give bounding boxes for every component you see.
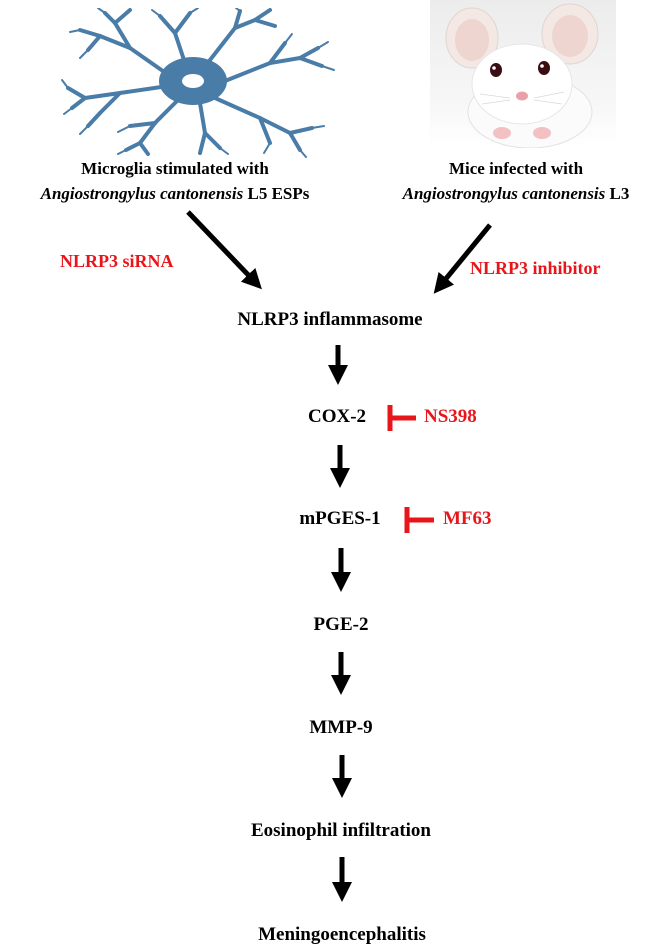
node-cox2: COX-2 (307, 406, 367, 427)
larval-stage: L5 ESPs (243, 184, 310, 203)
species-name: Angiostrongylus cantonensis (402, 184, 606, 203)
node-meningoencephalitis: Meningoencephalitis (258, 924, 426, 945)
white-mouse-icon (430, 0, 616, 148)
nlrp3-sirna-label: NLRP3 siRNA (60, 251, 174, 271)
species-name: Angiostrongylus cantonensis (40, 184, 244, 203)
microglia-caption-line1: Microglia stimulated with (81, 159, 269, 178)
left-diagonal-arrow (186, 210, 262, 290)
mf63-label: MF63 (443, 508, 492, 529)
mice-caption: Mice infected with Angiostrongylus canto… (403, 156, 630, 206)
mice-caption-line1: Mice infected with (448, 159, 584, 178)
microglia-caption: Microglia stimulated with Angiostrongylu… (41, 156, 310, 206)
node-mmp9: MMP-9 (309, 717, 373, 738)
mice-caption-line2: Angiostrongylus cantonensis L3 (403, 181, 630, 206)
ns398-label: NS398 (424, 406, 477, 427)
microglia-caption-line2: Angiostrongylus cantonensis L5 ESPs (41, 181, 310, 206)
nlrp3-inhibitor-label: NLRP3 inhibitor (470, 258, 601, 278)
microglia-cell-icon (61, 8, 335, 158)
right-diagonal-arrow (433, 223, 492, 294)
node-mpges1: mPGES-1 (299, 508, 381, 529)
node-pge2: PGE-2 (313, 614, 369, 635)
node-nlrp3-inflammasome: NLRP3 inflammasome (237, 309, 423, 330)
node-eosinophil-infiltration: Eosinophil infiltration (250, 820, 432, 841)
larval-stage: L3 (605, 184, 630, 203)
